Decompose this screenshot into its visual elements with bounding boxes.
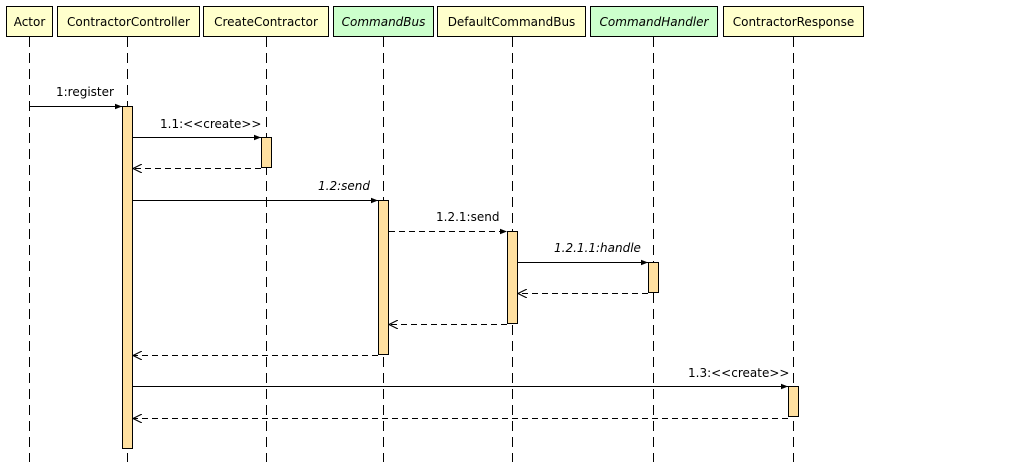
message-handle: 1.2.1.1:handle	[518, 241, 648, 266]
message-label: 1.1:<<create>>	[160, 117, 261, 131]
message-label: 1.2.1.1:handle	[554, 241, 641, 255]
participant-actor: Actor	[6, 6, 53, 462]
message-send-delegate: 1.2.1:send	[389, 210, 507, 235]
participant-box	[723, 6, 864, 37]
participant-box	[333, 6, 434, 37]
activation-default-command-bus	[507, 231, 518, 324]
participant-box	[590, 6, 718, 37]
message-register: 1:register	[30, 85, 122, 110]
activation-command-bus	[378, 200, 389, 355]
message-label: 1.3:<<create>>	[688, 366, 789, 380]
message-send: 1.2:send	[133, 179, 378, 204]
participant-label: ContractorResponse	[733, 15, 855, 29]
participant-box	[57, 6, 200, 37]
message-label: 1:register	[56, 85, 114, 99]
activation-create-contractor	[261, 137, 272, 168]
message-create-response: 1.3:<<create>>	[133, 366, 789, 390]
activation-contractor-controller	[122, 106, 133, 449]
activation-contractor-response	[788, 386, 799, 417]
participant-box	[6, 6, 53, 37]
participant-default-command-bus: DefaultCommandBus	[437, 6, 586, 462]
participant-command-handler: CommandHandler	[590, 6, 718, 462]
participant-box	[437, 6, 586, 37]
message-create-contractor: 1.1:<<create>>	[133, 117, 261, 141]
participant-contractor-response: ContractorResponse	[723, 6, 864, 462]
activation-command-handler	[648, 262, 659, 293]
message-label: 1.2:send	[318, 179, 370, 193]
participant-label: Actor	[14, 15, 46, 29]
message-label: 1.2.1:send	[436, 210, 499, 224]
participant-label: CommandHandler	[600, 15, 710, 29]
participant-label: CreateContractor	[214, 15, 318, 29]
participant-box	[203, 6, 329, 37]
participant-contractor-controller: ContractorController	[57, 6, 200, 462]
participant-create-contractor: CreateContractor	[203, 6, 329, 462]
participant-label: CommandBus	[342, 15, 426, 29]
participant-label: ContractorController	[67, 15, 190, 29]
participant-label: DefaultCommandBus	[448, 15, 576, 29]
